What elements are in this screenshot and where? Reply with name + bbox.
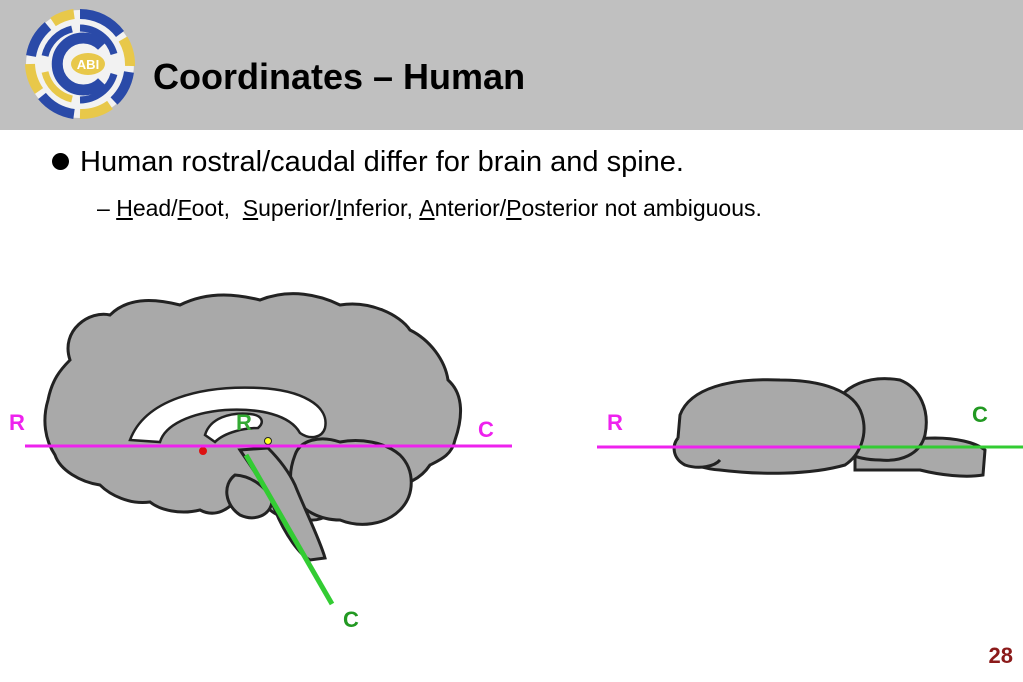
rodent-cortex: [676, 378, 866, 475]
label-r-left: R: [9, 410, 25, 435]
abi-logo: ABI: [25, 9, 135, 119]
label-rodent-r: R: [607, 410, 623, 435]
text-part: oot,: [191, 195, 231, 221]
underlined-letter: A: [419, 195, 435, 221]
text-part: osterior not ambiguous.: [521, 195, 762, 221]
rodent-olfactory: [672, 437, 722, 469]
coordinate-figure: R R C C R C: [9, 292, 1023, 632]
bullet-dot-icon: [52, 152, 69, 170]
label-c-bottom: C: [343, 607, 359, 632]
underlined-letter: S: [242, 195, 259, 221]
slide-header: ABI Coordinates – Human: [0, 0, 1023, 130]
label-rodent-c: C: [972, 402, 988, 427]
underlined-letter: H: [116, 195, 133, 221]
label-c-right: C: [478, 417, 494, 442]
bullet-level-1: Human rostral/caudal differ for brain an…: [52, 146, 684, 179]
underlined-letter: P: [506, 195, 522, 221]
yellow-marker: [264, 437, 272, 445]
text-part: nferior,: [342, 195, 413, 221]
human-brain-diagram: [43, 292, 463, 562]
underlined-letter: F: [177, 195, 192, 221]
logo-text: ABI: [77, 57, 99, 72]
label-r-mid: R: [236, 410, 252, 435]
human-spine-axis-line: [243, 453, 335, 606]
text-part: uperior/: [258, 195, 337, 221]
red-marker: [199, 447, 207, 455]
text-part: nterior/: [434, 195, 507, 221]
bullet-level-2: – Head/Foot, Superior/Inferior, Anterior…: [97, 195, 762, 222]
underlined-letter: I: [336, 195, 343, 221]
rodent-brain-diagram: [672, 377, 987, 478]
dash: –: [97, 195, 110, 221]
text-part: ead/: [132, 195, 178, 221]
page-number: 28: [988, 643, 1013, 668]
bullet-text: Human rostral/caudal differ for brain an…: [80, 146, 684, 178]
page-title: Coordinates – Human: [153, 56, 526, 97]
